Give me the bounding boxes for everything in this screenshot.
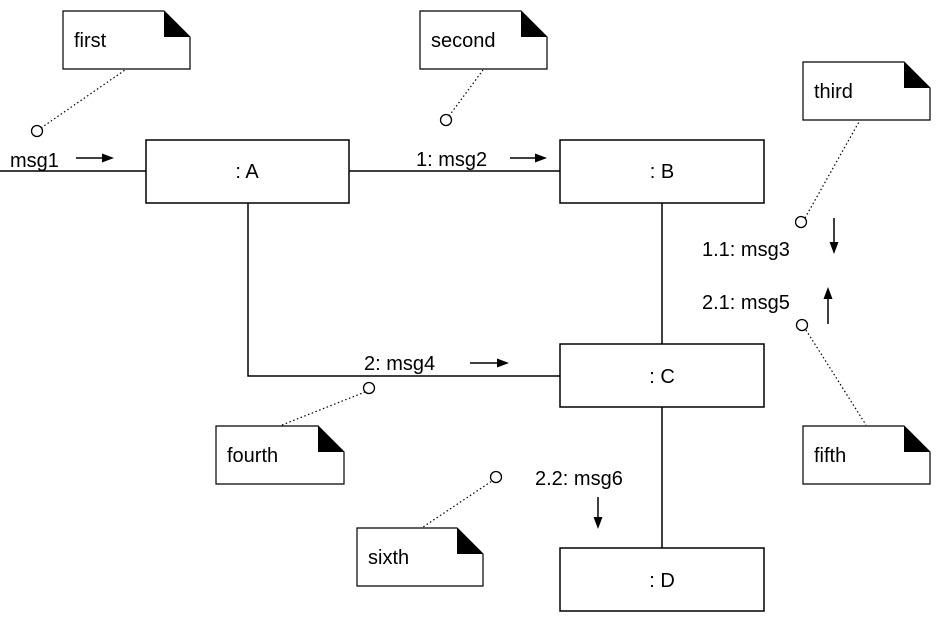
note-third[interactable]: third (802, 61, 931, 121)
note-second-text: second (431, 30, 496, 52)
note-first-text: first (74, 30, 107, 52)
note-fold-icon (904, 426, 930, 452)
arrow-right-icon (510, 153, 547, 163)
note-sixth[interactable]: sixth (356, 527, 484, 587)
anchor-circle-icon (30, 124, 44, 138)
note-connector-fifth (805, 329, 867, 426)
message-msg2: 1: msg2 (416, 149, 487, 171)
note-connector-sixth (419, 480, 493, 530)
message-msg1: msg1 (10, 150, 59, 172)
message-msg5: 2.1: msg5 (702, 292, 790, 314)
arrow-down-icon (593, 497, 603, 529)
note-third-text: third (814, 81, 853, 103)
note-fold-icon (164, 11, 190, 37)
note-connector-third (804, 119, 861, 219)
note-fold-icon (521, 11, 547, 37)
object-c[interactable]: : C (559, 343, 765, 408)
arrow-right-icon (470, 358, 509, 368)
message-msg4: 2: msg4 (364, 353, 435, 375)
anchor-circle-icon (795, 318, 809, 332)
note-fourth[interactable]: fourth (215, 425, 345, 485)
note-fifth[interactable]: fifth (802, 425, 931, 485)
note-sixth-text: sixth (368, 547, 409, 569)
object-a[interactable]: : A (145, 139, 350, 204)
object-a-label: : A (235, 161, 259, 183)
note-fifth-text: fifth (814, 445, 846, 467)
message-msg6: 2.2: msg6 (535, 468, 623, 490)
note-connector-fourth (281, 391, 366, 426)
object-c-label: : C (649, 366, 675, 388)
link-a-c (247, 203, 560, 377)
arrow-up-icon (823, 287, 833, 324)
anchor-circle-icon (362, 381, 376, 395)
anchor-circle-icon (489, 470, 503, 484)
note-second[interactable]: second (419, 10, 548, 70)
arrow-right-icon (76, 153, 114, 163)
note-connector-second (448, 69, 484, 117)
anchor-circle-icon (794, 215, 808, 229)
arrow-down-icon (829, 218, 839, 254)
note-fold-icon (457, 528, 483, 554)
object-d[interactable]: : D (559, 547, 765, 612)
note-first[interactable]: first (62, 10, 191, 70)
object-d-label: : D (649, 570, 675, 592)
anchor-circle-icon (439, 113, 453, 127)
note-connector-first (40, 69, 126, 129)
message-msg3: 1.1: msg3 (702, 239, 790, 261)
object-b-label: : B (650, 161, 674, 183)
note-fold-icon (318, 426, 344, 452)
note-fold-icon (904, 62, 930, 88)
note-fourth-text: fourth (227, 445, 278, 467)
object-b[interactable]: : B (559, 139, 765, 204)
